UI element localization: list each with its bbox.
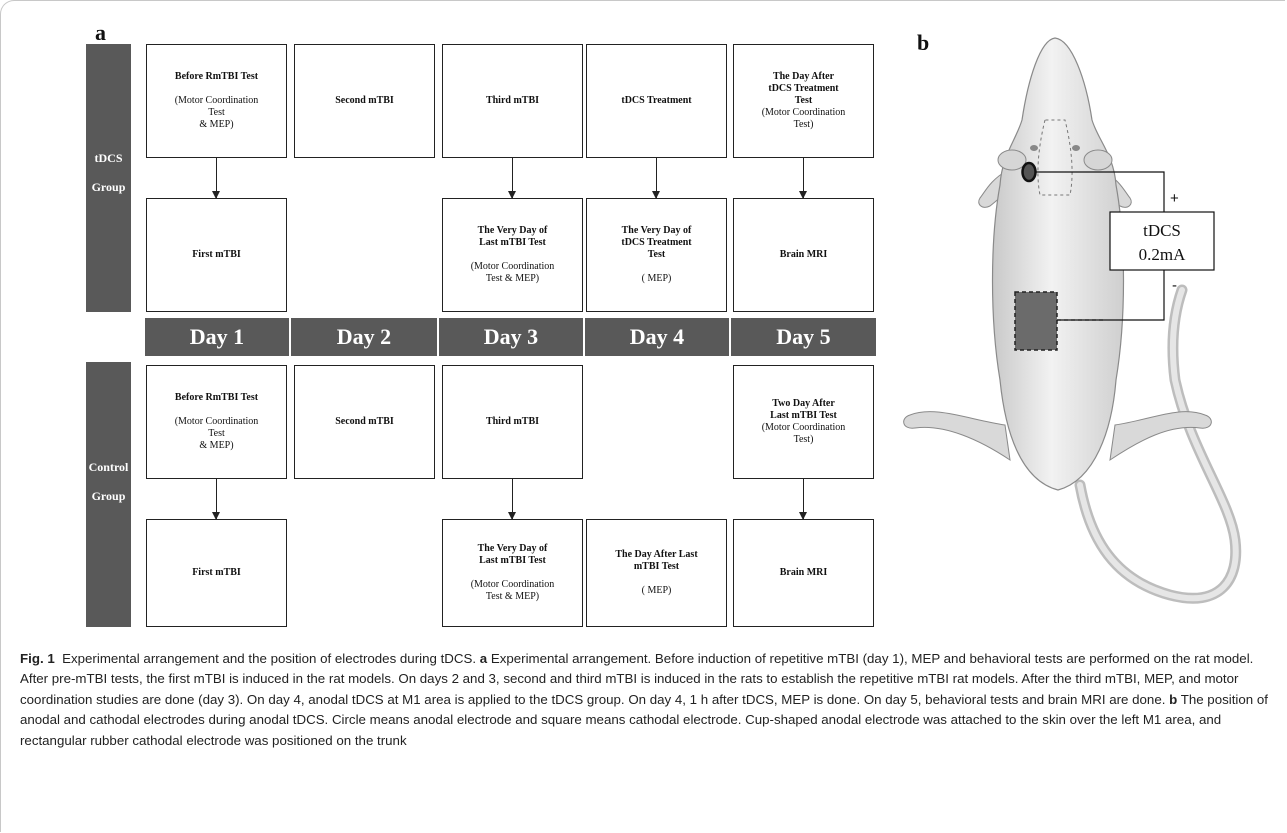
box-title: The Day After Last mTBI Test	[615, 549, 698, 572]
control-group-bar: Control Group	[86, 362, 131, 627]
control-day3-top-box: Third mTBI	[442, 365, 583, 479]
anode-sign: +	[1170, 190, 1179, 207]
rat-hind-leg-right	[1109, 411, 1212, 462]
box-title: The Very Day of tDCS Treatment Test	[621, 225, 692, 260]
control-day5-bottom-box: Brain MRI	[733, 519, 874, 627]
box-title: The Very Day of Last mTBI Test	[477, 543, 548, 566]
box-title: Brain MRI	[779, 249, 828, 260]
control-day1-top-box: Before RmTBI Test (Motor Coordination Te…	[146, 365, 287, 479]
figure-caption: Fig. 1 Experimental arrangement and the …	[20, 649, 1275, 751]
box-title: The Day After tDCS Treatment Test	[768, 71, 839, 106]
tdcs-day1-top-box: Before RmTBI Test (Motor Coordination Te…	[146, 44, 287, 158]
tdcs-group-label-1: tDCS	[94, 151, 123, 165]
control-day1-bottom-box: First mTBI	[146, 519, 287, 627]
caption-fig-label: Fig. 1	[20, 651, 55, 666]
box-title: Third mTBI	[485, 416, 540, 427]
anode-wire	[1035, 171, 1165, 212]
control-day4-bottom-box: The Day After Last mTBI Test ( MEP)	[586, 519, 727, 627]
rat-ear-left	[997, 149, 1027, 171]
day-3-label: Day 3	[439, 318, 585, 356]
box-note: ( MEP)	[641, 273, 672, 284]
box-title: The Very Day of Last mTBI Test	[477, 225, 548, 248]
tdcs-day1-bottom-box: First mTBI	[146, 198, 287, 312]
box-note: (Motor Coordination Test)	[761, 422, 846, 445]
day-timeline-bar: Day 1 Day 2 Day 3 Day 4 Day 5	[145, 318, 876, 356]
tdcs-day4-top-box: tDCS Treatment	[586, 44, 727, 158]
flow-arrow	[508, 158, 516, 199]
rat-eye-right	[1072, 145, 1080, 151]
rat-hind-leg-left	[903, 411, 1011, 462]
day-4-label: Day 4	[585, 318, 731, 356]
tdcs-day3-top-box: Third mTBI	[442, 44, 583, 158]
tdcs-day5-top-box: The Day After tDCS Treatment Test (Motor…	[733, 44, 874, 158]
caption-a-label: a	[479, 651, 488, 666]
flow-arrow	[508, 479, 516, 520]
panel-a-label: a	[95, 20, 106, 45]
control-day3-bottom-box: The Very Day of Last mTBI Test (Motor Co…	[442, 519, 583, 627]
flow-arrow	[212, 479, 220, 520]
control-day5-top-box: Two Day After Last mTBI Test (Motor Coor…	[733, 365, 874, 479]
box-note: (Motor Coordination Test & MEP)	[174, 95, 259, 130]
rat-body	[991, 37, 1125, 491]
caption-intro: Experimental arrangement and the positio…	[62, 651, 477, 666]
cathodal-electrode	[1014, 291, 1058, 351]
box-note: ( MEP)	[641, 585, 672, 596]
control-day2-top-box: Second mTBI	[294, 365, 435, 479]
anodal-electrode	[1021, 161, 1037, 183]
control-group-label-2: Group	[91, 489, 126, 503]
tdcs-day5-bottom-box: Brain MRI	[733, 198, 874, 312]
stimulator-label-1: tDCS	[1143, 221, 1181, 240]
flow-arrow	[652, 158, 660, 199]
tdcs-day3-bottom-box: The Very Day of Last mTBI Test (Motor Co…	[442, 198, 583, 312]
box-title: First mTBI	[192, 249, 241, 260]
flow-arrow	[212, 158, 220, 199]
flow-arrow	[799, 158, 807, 199]
tdcs-stimulator-box	[1109, 211, 1215, 271]
cathode-sign: -	[1172, 277, 1177, 294]
box-note: (Motor Coordination Test & MEP)	[470, 261, 555, 284]
tdcs-day2-top-box: Second mTBI	[294, 44, 435, 158]
box-note: (Motor Coordination Test & MEP)	[470, 579, 555, 602]
box-title: Before RmTBI Test	[174, 392, 259, 403]
box-title: Third mTBI	[485, 95, 540, 106]
tdcs-group-bar: tDCS Group	[86, 44, 131, 312]
box-title: Second mTBI	[335, 416, 394, 427]
rat-electrode-illustration: tDCS 0.2mA + -	[903, 37, 1242, 604]
box-title: First mTBI	[192, 567, 241, 578]
box-title: tDCS Treatment	[621, 95, 692, 106]
rat-eye-left	[1030, 145, 1038, 151]
control-group-label-1: Control	[88, 460, 129, 474]
tdcs-group-label-2: Group	[91, 180, 126, 194]
box-note: (Motor Coordination Test)	[761, 107, 846, 130]
flow-arrow	[799, 479, 807, 520]
caption-b-text: The position of anodal and cathodal elec…	[20, 691, 1268, 748]
tdcs-day4-bottom-box: The Very Day of tDCS Treatment Test ( ME…	[586, 198, 727, 312]
box-title: Brain MRI	[779, 567, 828, 578]
box-title: Before RmTBI Test	[174, 71, 259, 82]
day-1-label: Day 1	[145, 318, 291, 356]
rat-ear-right	[1083, 149, 1113, 171]
caption-b-label: b	[1169, 691, 1178, 707]
caption-a-text: Experimental arrangement. Before inducti…	[20, 651, 1254, 707]
panel-b-label: b	[917, 30, 930, 55]
stimulator-label-2: 0.2mA	[1139, 245, 1186, 264]
box-title: Second mTBI	[335, 95, 394, 106]
day-5-label: Day 5	[776, 324, 831, 349]
box-title: Two Day After Last mTBI Test	[770, 398, 837, 421]
box-note: (Motor Coordination Test & MEP)	[174, 416, 259, 451]
day-2-label: Day 2	[291, 318, 439, 356]
